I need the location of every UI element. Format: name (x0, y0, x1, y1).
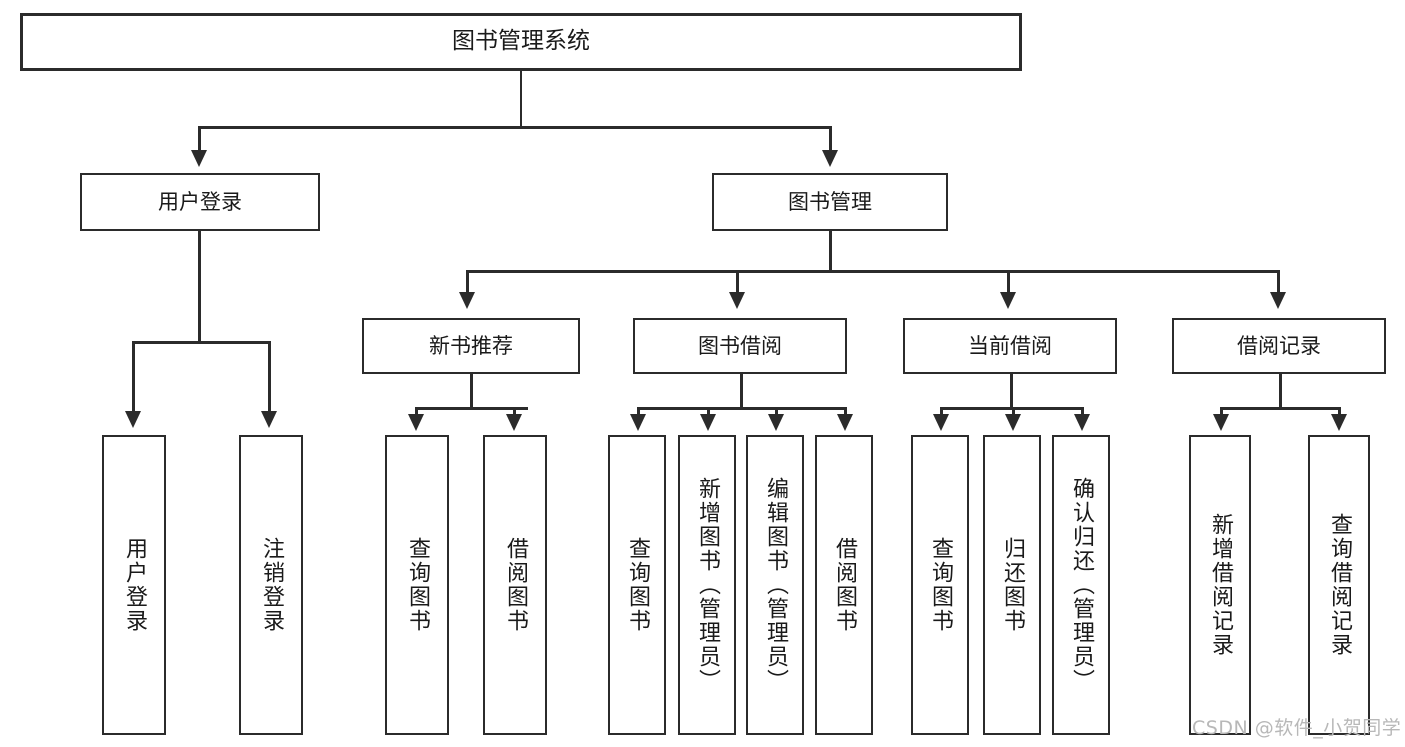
leaf-confirm-return-admin[interactable]: 确认归还（管理员） (1052, 435, 1110, 735)
node-label: 编辑图书（管理员） (762, 477, 788, 693)
node-borrow-record[interactable]: 借阅记录 (1172, 318, 1386, 374)
arrow-to-leaf-borrow-book-2 (837, 414, 853, 431)
connector-book-mgmt-stem (829, 231, 832, 272)
connector-root-bus (198, 126, 831, 129)
arrow-to-leaf-add-book (700, 414, 716, 431)
node-label: 用户登录 (121, 537, 147, 633)
arrow-to-user-login (191, 150, 207, 167)
connector-current-to-leaf-1 (940, 407, 943, 416)
leaf-logout[interactable]: 注销登录 (239, 435, 303, 735)
node-user-login[interactable]: 用户登录 (80, 173, 320, 231)
connector-current-bus (940, 407, 1081, 410)
connector-borrow-to-leaf-3 (775, 407, 778, 416)
connector-user-login-bus (132, 341, 270, 344)
connector-user-login-to-leaf-2 (268, 341, 271, 413)
connector-current-to-leaf-3 (1081, 407, 1084, 416)
leaf-edit-book-admin[interactable]: 编辑图书（管理员） (746, 435, 804, 735)
arrow-to-leaf-logout (261, 411, 277, 428)
connector-new-book-to-leaf-2 (513, 407, 516, 416)
node-label: 用户登录 (158, 189, 242, 214)
node-book-management[interactable]: 图书管理 (712, 173, 948, 231)
arrow-to-leaf-return-book (1005, 414, 1021, 431)
arrow-to-book-mgmt (822, 150, 838, 167)
connector-book-mgmt-to-new-book (466, 270, 469, 294)
connector-root-stem (519, 71, 522, 128)
arrow-to-leaf-user-login (125, 411, 141, 428)
arrow-to-leaf-add-record (1213, 414, 1229, 431)
arrow-to-borrow-record (1270, 292, 1286, 309)
connector-borrow-to-leaf-4 (844, 407, 847, 416)
connector-book-mgmt-to-borrow (736, 270, 739, 294)
node-label: 归还图书 (999, 537, 1025, 633)
connector-new-book-bus (415, 407, 528, 410)
connector-current-stem (1010, 374, 1013, 409)
node-root-book-management-system[interactable]: 图书管理系统 (20, 13, 1022, 71)
arrow-to-book-borrow (729, 292, 745, 309)
leaf-query-book-recommend[interactable]: 查询图书 (385, 435, 449, 735)
connector-borrow-stem (740, 374, 743, 409)
connector-borrow-to-leaf-2 (707, 407, 710, 416)
node-label: 新书推荐 (429, 333, 513, 358)
connector-root-to-book-mgmt (829, 126, 832, 152)
connector-book-mgmt-bus (466, 270, 1279, 273)
csdn-watermark: CSDN @软件_小贺同学 (1192, 717, 1402, 739)
node-label: 查询图书 (927, 537, 953, 633)
node-label: 查询图书 (404, 537, 430, 633)
node-label: 确认归还（管理员） (1068, 477, 1094, 693)
node-label: 图书管理 (788, 189, 872, 214)
connector-new-book-to-leaf-1 (415, 407, 418, 416)
node-label: 查询借阅记录 (1326, 513, 1352, 657)
node-label: 图书管理系统 (452, 28, 590, 55)
node-label: 当前借阅 (968, 333, 1052, 358)
arrow-to-leaf-query-book-3 (933, 414, 949, 431)
connector-record-stem (1279, 374, 1282, 409)
node-label: 图书借阅 (698, 333, 782, 358)
node-label: 新增图书（管理员） (694, 477, 720, 693)
connector-book-mgmt-to-record (1277, 270, 1280, 294)
leaf-query-borrow-record[interactable]: 查询借阅记录 (1308, 435, 1370, 735)
node-label: 借阅图书 (831, 537, 857, 633)
connector-borrow-to-leaf-1 (637, 407, 640, 416)
node-new-book-recommend[interactable]: 新书推荐 (362, 318, 580, 374)
node-label: 新增借阅记录 (1207, 513, 1233, 657)
arrow-to-current-borrow (1000, 292, 1016, 309)
leaf-return-book[interactable]: 归还图书 (983, 435, 1041, 735)
arrow-to-leaf-query-book-1 (408, 414, 424, 431)
arrow-to-leaf-query-book-2 (630, 414, 646, 431)
node-label: 借阅记录 (1237, 333, 1321, 358)
connector-record-bus (1220, 407, 1340, 410)
node-label: 查询图书 (624, 537, 650, 633)
connector-user-login-to-leaf-1 (132, 341, 135, 413)
arrow-to-new-book-recommend (459, 292, 475, 309)
connector-book-mgmt-to-current (1007, 270, 1010, 294)
leaf-query-book-borrow[interactable]: 查询图书 (608, 435, 666, 735)
node-label: 借阅图书 (502, 537, 528, 633)
leaf-borrow-book-recommend[interactable]: 借阅图书 (483, 435, 547, 735)
connector-record-to-leaf-2 (1338, 407, 1341, 416)
leaf-borrow-book[interactable]: 借阅图书 (815, 435, 873, 735)
connector-record-to-leaf-1 (1220, 407, 1223, 416)
node-current-borrow[interactable]: 当前借阅 (903, 318, 1117, 374)
leaf-query-book-current[interactable]: 查询图书 (911, 435, 969, 735)
arrow-to-leaf-edit-book (768, 414, 784, 431)
node-book-borrow[interactable]: 图书借阅 (633, 318, 847, 374)
connector-new-book-stem (470, 374, 473, 409)
node-label: 注销登录 (258, 537, 284, 633)
connector-root-to-user-login (198, 126, 201, 152)
connector-user-login-stem (198, 231, 201, 343)
connector-borrow-bus (637, 407, 845, 410)
leaf-add-book-admin[interactable]: 新增图书（管理员） (678, 435, 736, 735)
arrow-to-leaf-confirm-return (1074, 414, 1090, 431)
leaf-add-borrow-record[interactable]: 新增借阅记录 (1189, 435, 1251, 735)
connector-current-to-leaf-2 (1012, 407, 1015, 416)
arrow-to-leaf-query-record (1331, 414, 1347, 431)
leaf-user-login[interactable]: 用户登录 (102, 435, 166, 735)
arrow-to-leaf-borrow-book-1 (506, 414, 522, 431)
